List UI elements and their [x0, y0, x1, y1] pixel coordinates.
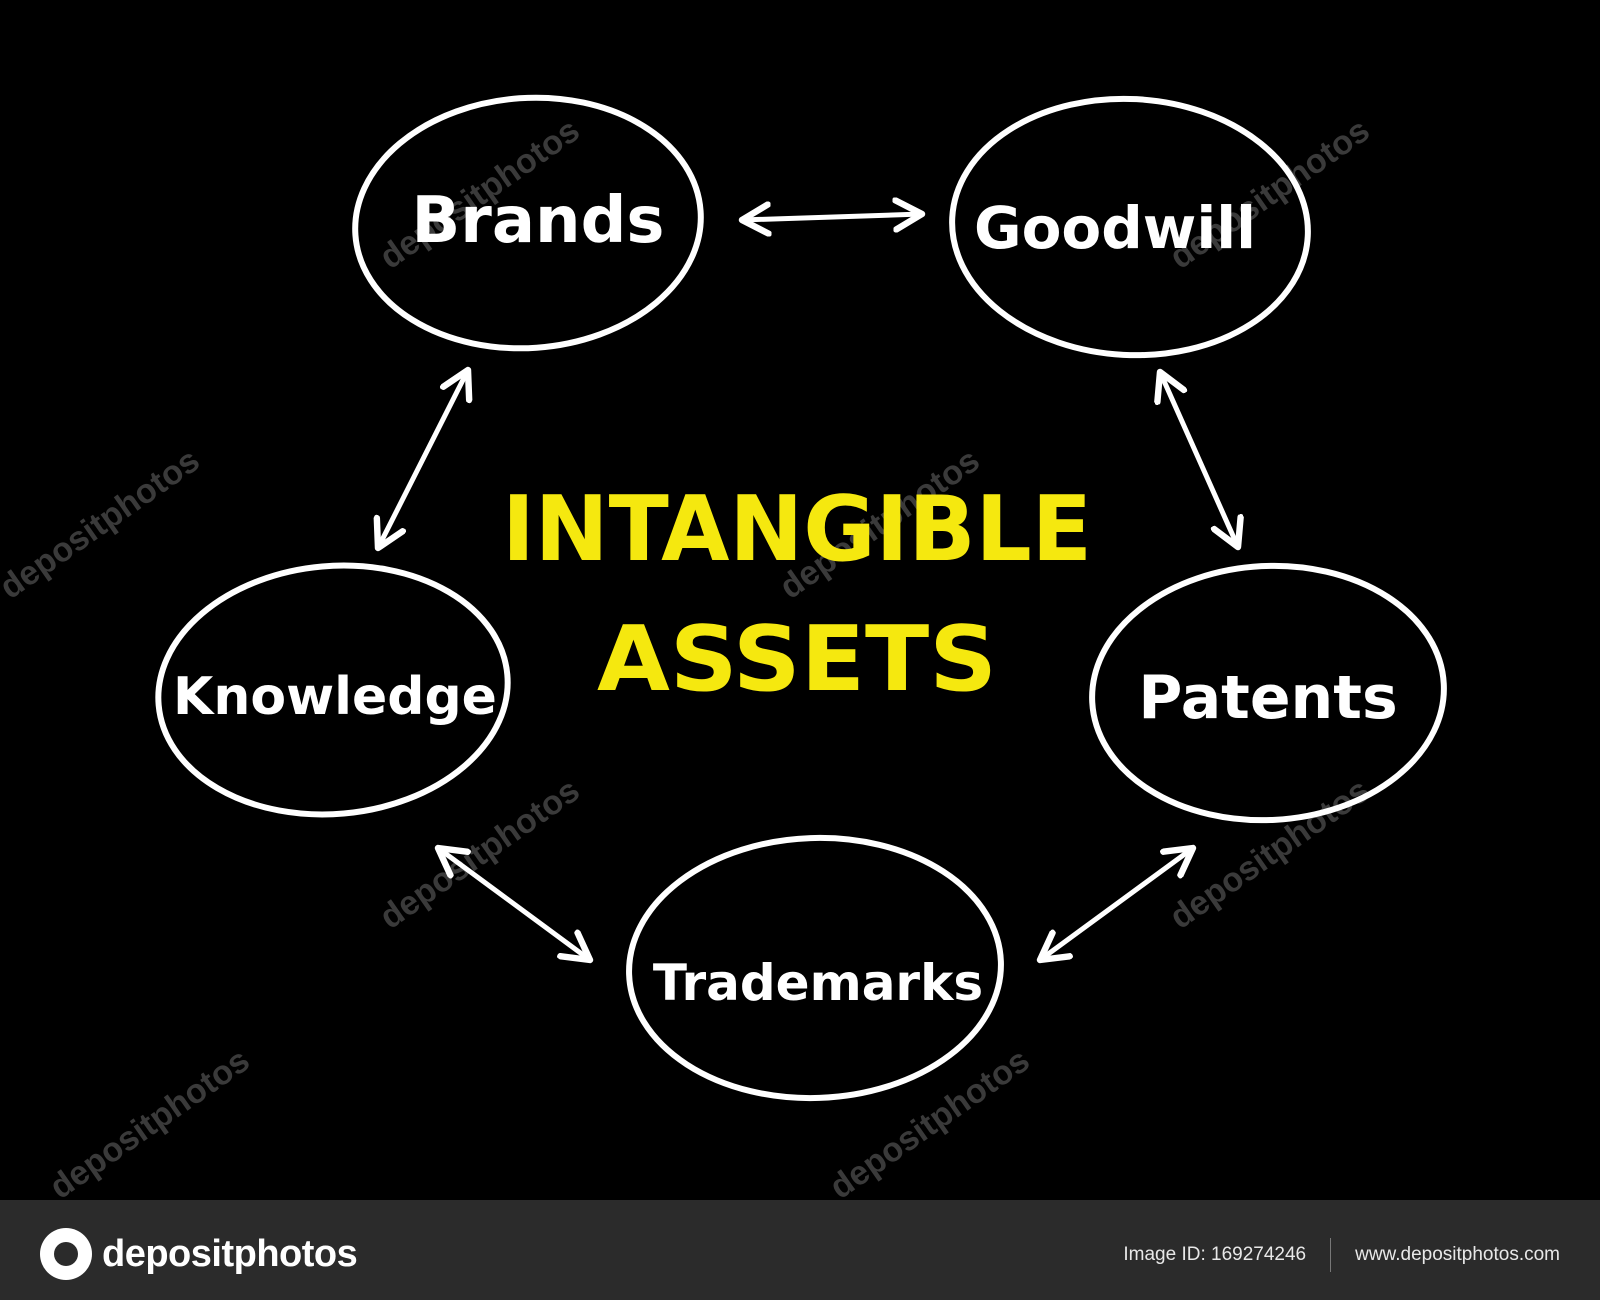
node-patents-label: Patents	[1138, 663, 1397, 733]
image-id: Image ID: 169274246	[1123, 1244, 1307, 1265]
node-goodwill-ellipse	[949, 95, 1311, 359]
node-brands-label: Brands	[412, 184, 665, 258]
watermark-text: depositphotos	[43, 1041, 257, 1200]
center-title-line-2: ASSETS	[597, 607, 997, 712]
node-knowledge-label: Knowledge	[173, 667, 497, 727]
arrow-trademarks-knowledge	[438, 848, 590, 960]
watermark-text: depositphotos	[373, 771, 587, 936]
footer-logo[interactable]: depositphotos	[40, 1228, 358, 1280]
mind-map: depositphotos depositphotos depositphoto…	[0, 94, 1447, 1200]
site-link[interactable]: www.depositphotos.com	[1355, 1244, 1560, 1265]
center-title-line-1: INTANGIBLE	[502, 477, 1092, 582]
node-goodwill-label: Goodwill	[974, 194, 1256, 262]
arrow-brands-goodwill	[742, 214, 922, 220]
footer-info: Image ID: 169274246 www.depositphotos.co…	[1123, 1238, 1560, 1272]
node-trademarks-label: Trademarks	[653, 954, 983, 1012]
logo-text: depositphotos	[102, 1232, 358, 1275]
node-brands-ellipse	[352, 94, 704, 352]
node-trademarks-ellipse	[626, 834, 1004, 1102]
footer-divider	[1330, 1238, 1332, 1272]
arrow-patents-trademarks	[1040, 848, 1193, 960]
watermark-text: depositphotos	[1163, 771, 1377, 936]
node-patents-ellipse	[1089, 562, 1447, 824]
arrow-goodwill-patents	[1160, 372, 1238, 547]
logo-icon	[40, 1228, 92, 1280]
watermark-text: depositphotos	[0, 441, 206, 606]
diagram-board: depositphotos depositphotos depositphoto…	[0, 94, 1447, 1200]
arrow-knowledge-brands	[378, 370, 468, 548]
footer-bar: depositphotos Image ID: 169274246 www.de…	[0, 1200, 1600, 1300]
node-knowledge-ellipse	[155, 562, 511, 818]
